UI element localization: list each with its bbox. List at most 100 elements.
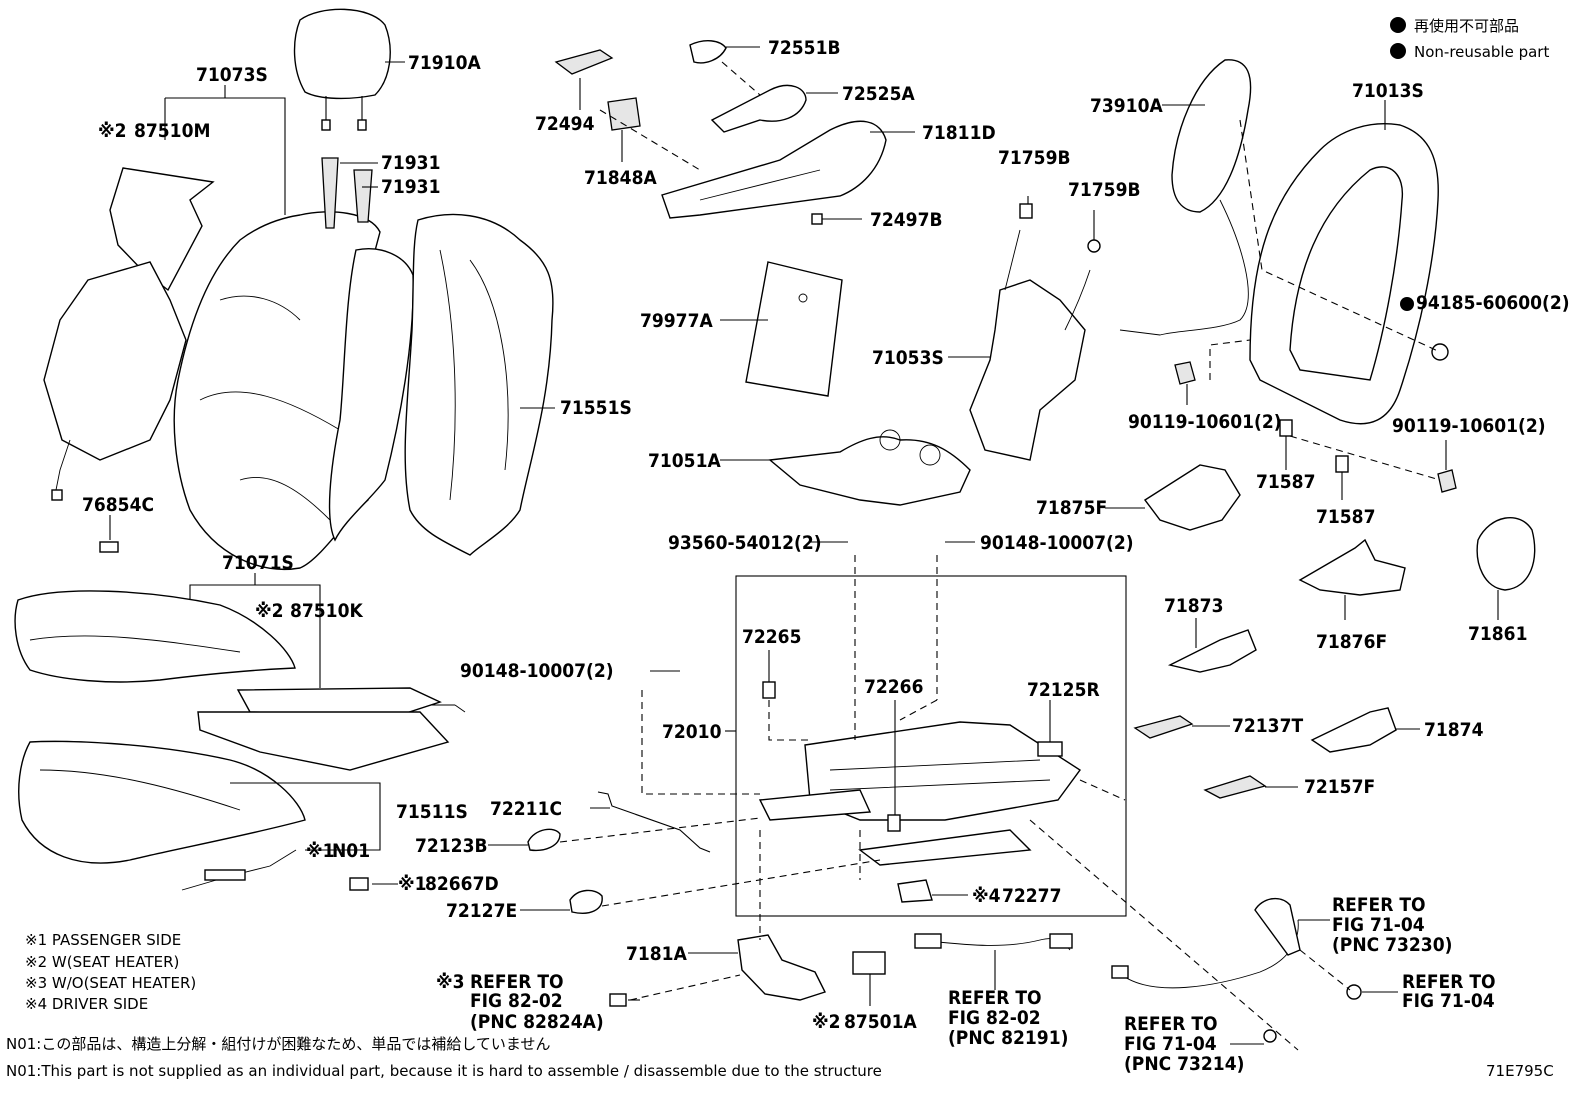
refer-82191-line1: REFER TO (948, 987, 1042, 1009)
refer-82191-line2: FIG 82-02 (948, 1007, 1041, 1029)
part-87501A (852, 951, 886, 975)
label-71848A: 71848A (584, 167, 657, 189)
label-mark: ※3 (436, 971, 465, 993)
label-79977A: 79977A (640, 310, 713, 332)
cushion-heater-pad (197, 687, 466, 771)
label-71587: 71587 (1256, 471, 1315, 493)
part-71876F (1298, 538, 1406, 596)
nut-7104 (1346, 984, 1362, 1000)
label-71051A: 71051A (648, 450, 721, 472)
refer-73230-line1: REFER TO (1332, 894, 1426, 916)
label-mark: ※2 (98, 120, 127, 142)
seat-track-box (735, 575, 1127, 917)
headrest (293, 8, 391, 131)
label-87501A: 87501A (844, 1011, 917, 1033)
footnote-n01-jp: N01:この部品は、構造上分解・組付けが困難なため、単品では補給していません (6, 1035, 550, 1053)
label-71876F: 71876F (1316, 631, 1387, 653)
label-7181A: 7181A (626, 943, 688, 965)
part-7181A (737, 934, 826, 1001)
label-71071S: 71071S (222, 552, 294, 574)
part-72266 (887, 814, 901, 832)
label-71873: 71873 (1164, 595, 1223, 617)
footnote-3: ※3 W/O(SEAT HEATER) (25, 974, 196, 992)
footnote-1: ※1 PASSENGER SIDE (25, 931, 181, 949)
label-72157F: 72157F (1304, 776, 1375, 798)
part-72127E (569, 889, 603, 914)
part-72157F (1203, 775, 1267, 799)
footnote-4: ※4 DRIVER SIDE (25, 995, 148, 1013)
label-73910A: 73910A (1090, 95, 1163, 117)
label-72125R: 72125R (1027, 679, 1100, 701)
part-71861 (1476, 516, 1536, 591)
wire-82191 (914, 933, 1073, 951)
label-mark: ※1 (306, 840, 335, 862)
non-reusable-bullet-icon (1390, 17, 1406, 33)
part-72125R (1037, 741, 1063, 757)
footnote-n01-en: N01:This part is not supplied as an indi… (6, 1062, 882, 1080)
part-labels: 71073S ※2 87510M 71910A 71931 71931 7155… (82, 37, 1570, 1033)
label-87510M: 87510M (134, 120, 210, 142)
label-72266: 72266 (864, 676, 923, 698)
label-71861: 71861 (1468, 623, 1527, 645)
refer-82824-line3: (PNC 82824A) (470, 1011, 604, 1033)
wire-73214 (1111, 919, 1299, 989)
connector-82824A (609, 993, 627, 1007)
seatback-pad (404, 213, 554, 556)
label-71811D: 71811D (922, 122, 996, 144)
label-72265: 72265 (742, 626, 801, 648)
label-72211C: 72211C (490, 798, 562, 820)
seatback-cover (173, 211, 414, 570)
seatback-clip (99, 541, 119, 553)
nut-94185 (1431, 343, 1449, 361)
part-73230-buckle (1254, 897, 1301, 956)
refer-73214-line1: REFER TO (1124, 1013, 1218, 1035)
part-72123B (527, 828, 561, 852)
seatback-heater-pad (43, 167, 215, 501)
headrest-guides (321, 157, 373, 229)
bolt-90119-left (1174, 361, 1196, 385)
part-72497B (811, 213, 823, 225)
label-71874: 71874 (1424, 719, 1484, 741)
label-71931: 71931 (381, 152, 440, 174)
part-71051A (768, 429, 971, 506)
refer-73214-line3: (PNC 73214) (1124, 1053, 1244, 1075)
refer-82824-line2: FIG 82-02 (470, 990, 563, 1012)
label-72497B: 72497B (870, 209, 943, 231)
part-72211C (597, 791, 711, 853)
non-reusable-bullet-icon (1390, 43, 1406, 59)
label-72277: 72277 (1002, 885, 1061, 907)
dashed-assembly-lines (559, 61, 1441, 1051)
label-93560-54012: 93560-54012(2) (668, 532, 822, 554)
label-71587: 71587 (1316, 506, 1375, 528)
part-71848A (607, 97, 641, 131)
legend-en: Non-reusable part (1414, 43, 1549, 61)
label-90119-10601: 90119-10601(2) (1128, 411, 1282, 433)
part-71875F (1143, 464, 1241, 531)
legend-jp: 再使用不可部品 (1414, 17, 1519, 35)
label-71875F: 71875F (1036, 497, 1107, 519)
label-90148-10007: 90148-10007(2) (460, 660, 614, 682)
part-71811D (661, 120, 887, 219)
label-71759B: 71759B (998, 147, 1071, 169)
label-71511S: 71511S (396, 801, 468, 823)
label-72525A: 72525A (842, 83, 915, 105)
footnote-2: ※2 W(SEAT HEATER) (25, 953, 179, 971)
label-76854C: 76854C (82, 494, 154, 516)
seat-track-assembly (758, 721, 1082, 866)
part-72551B (689, 40, 727, 64)
legend: 再使用不可部品 Non-reusable part (1390, 17, 1549, 61)
label-71013S: 71013S (1352, 80, 1424, 102)
part-71053S (969, 229, 1091, 461)
part-72525A (710, 84, 807, 133)
part-72265 (762, 681, 776, 699)
cushion-pad (18, 740, 306, 864)
cushion-cover (14, 590, 296, 683)
label-72010: 72010 (662, 721, 722, 743)
part-71873 (1167, 629, 1257, 673)
refer-7104-line1: REFER TO (1402, 971, 1496, 993)
refer-to-notes: ※3 REFER TO FIG 82-02 (PNC 82824A) REFER… (436, 894, 1496, 1075)
label-72127E: 72127E (446, 900, 517, 922)
label-71931: 71931 (381, 176, 440, 198)
label-87510K: 87510K (290, 600, 363, 622)
